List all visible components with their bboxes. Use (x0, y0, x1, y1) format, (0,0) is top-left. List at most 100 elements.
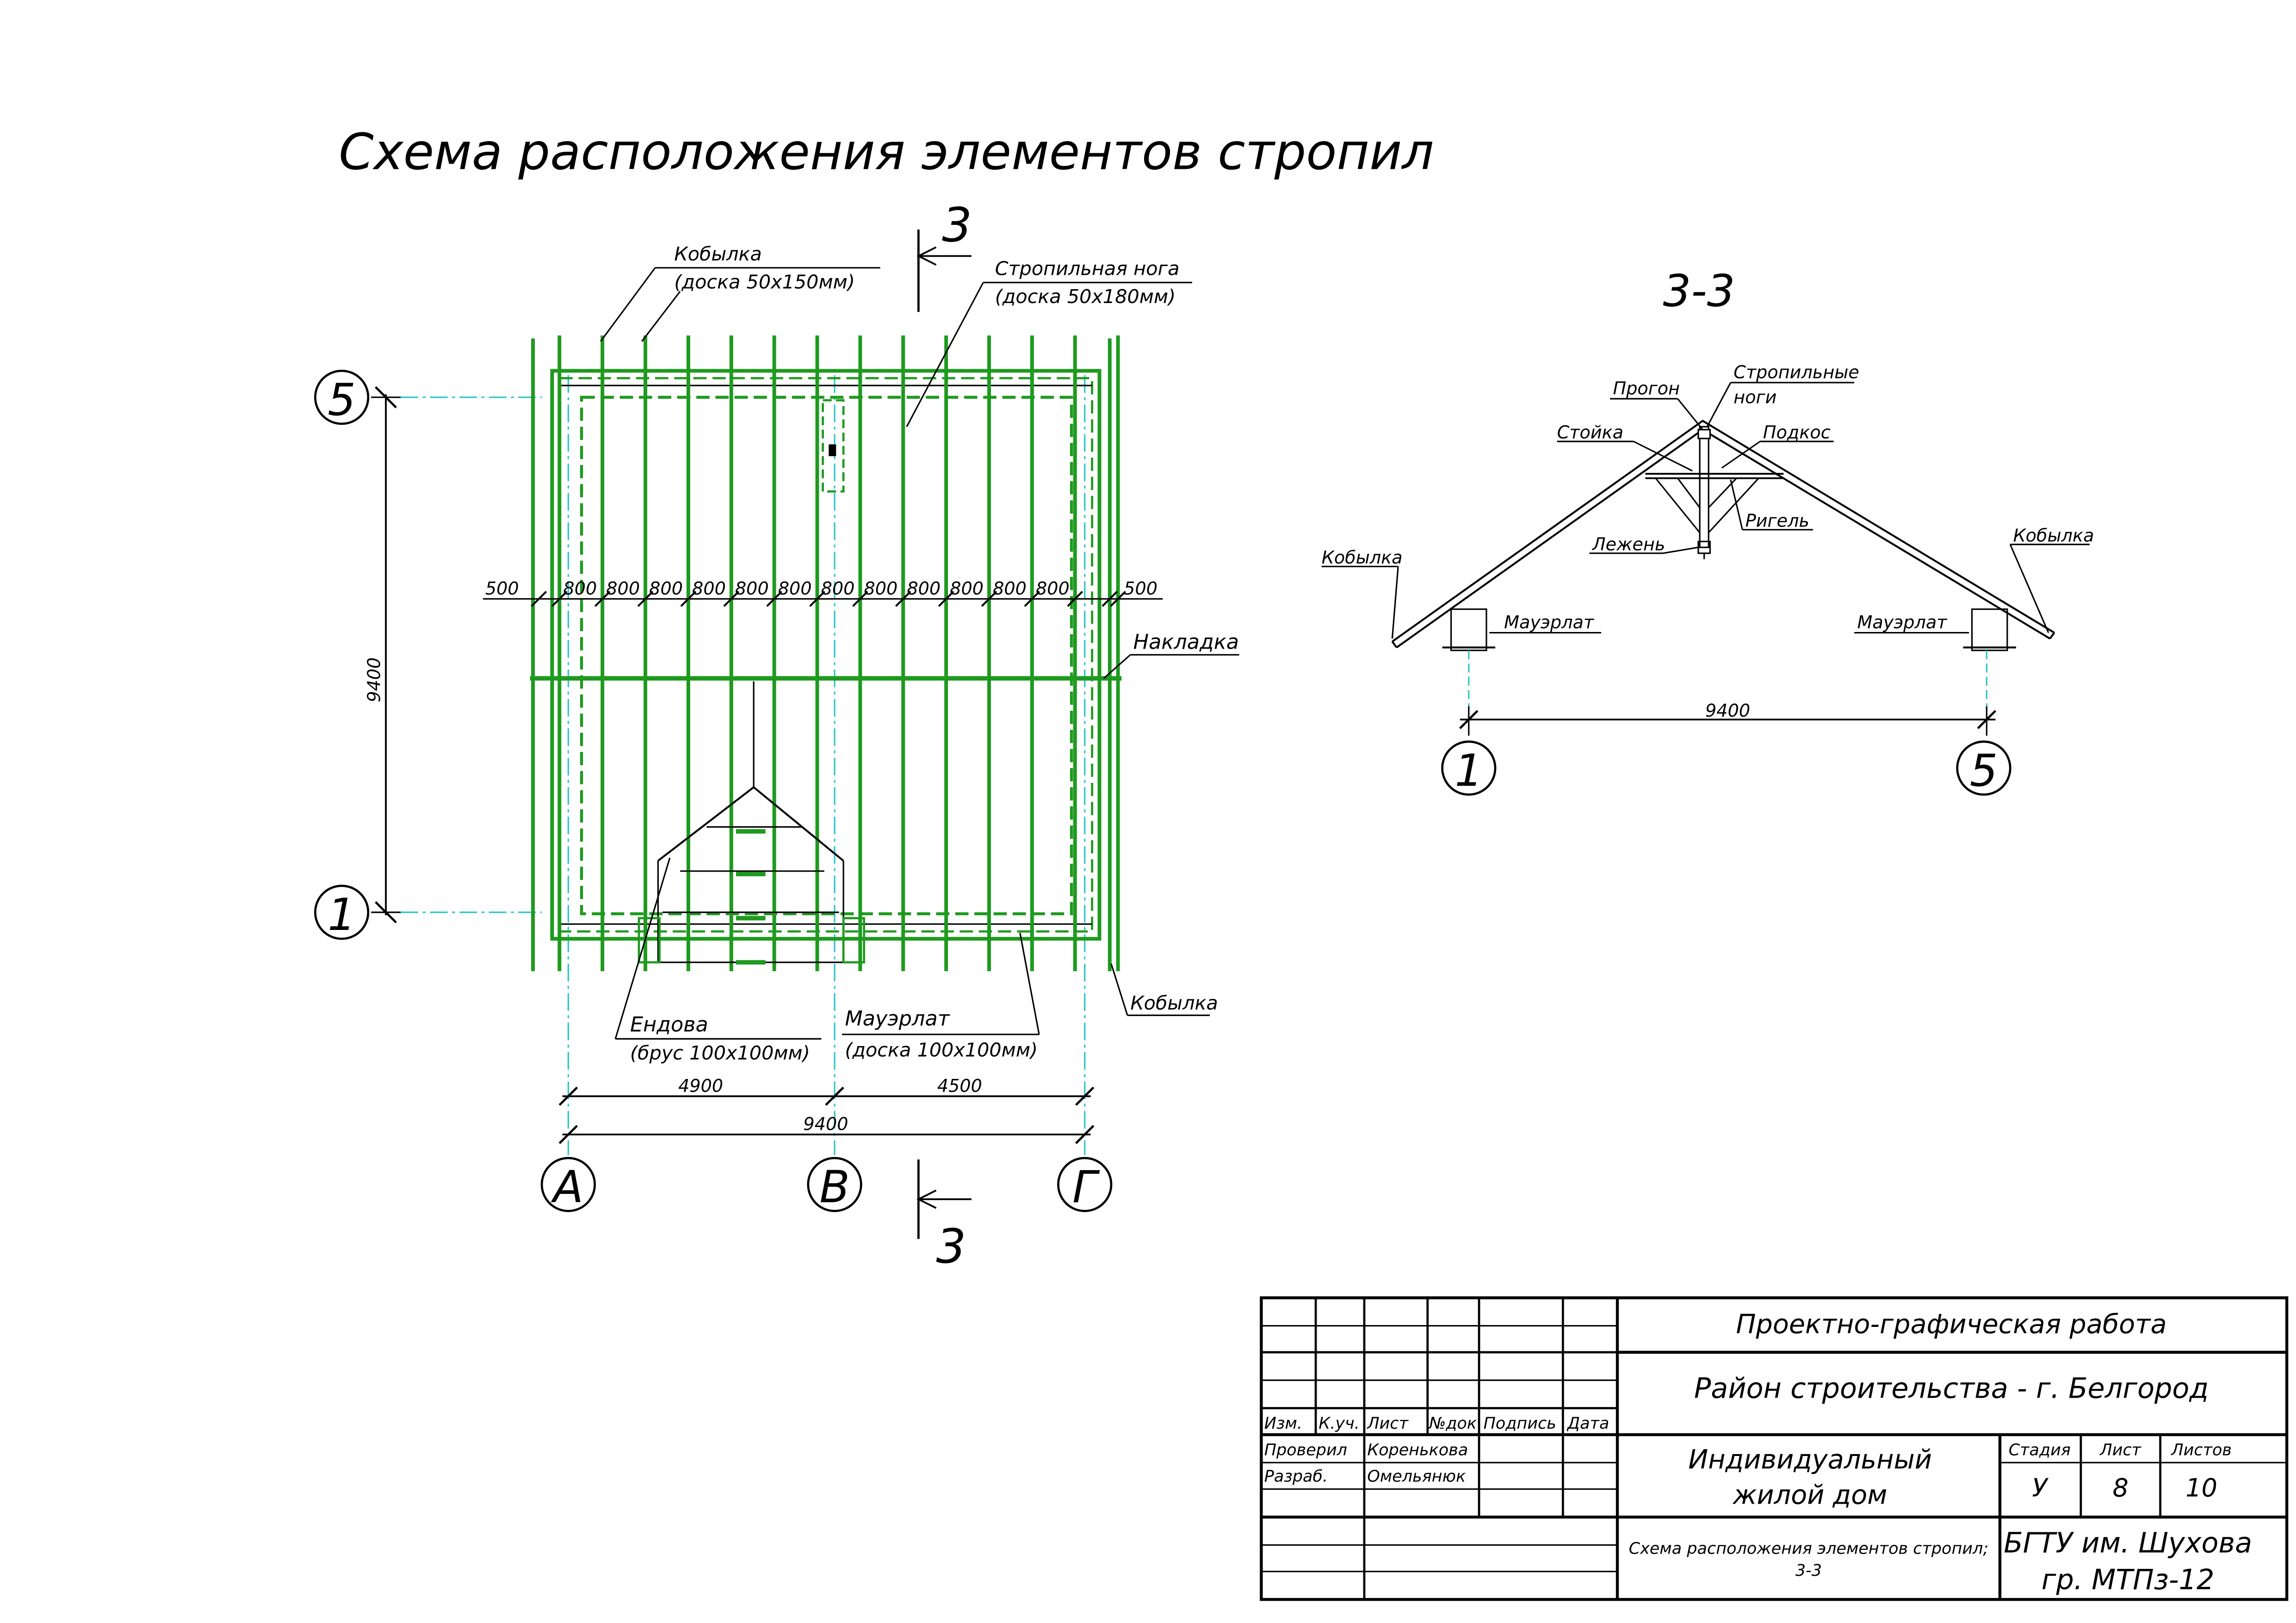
drawing-title: Схема расположения элементов стропил (339, 123, 1434, 181)
spacing-tick (1110, 591, 1126, 607)
spacing-800: 800 (606, 578, 640, 599)
stamp-header-izm: Изм. (1264, 1414, 1302, 1433)
stamp-developed-label: Разраб. (1264, 1468, 1328, 1486)
stamp-developed-name: Омельянюк (1367, 1468, 1466, 1486)
svg-text:Кобылка: Кобылка (2013, 525, 2094, 545)
axis-bubble-5-section: 5 (1956, 740, 2011, 796)
stamp-header-podpis: Подпись (1484, 1414, 1556, 1433)
stamp-checked-label: Проверил (1264, 1441, 1347, 1459)
plan-dimension-vertical: 9400 (364, 386, 401, 923)
section-mark-bottom: 3 (916, 1159, 972, 1274)
spacing-800: 800 (563, 578, 597, 599)
title-block: Проектно-графическая работа Район строит… (1260, 1296, 2289, 1601)
stamp-work-title: Проектно-графическая работа (1736, 1309, 2166, 1339)
plan-axis-lines (400, 375, 1086, 1155)
stamp-object-line1: Индивидуальный (1688, 1444, 1932, 1475)
stamp-stage-label: Стадия (2009, 1441, 2071, 1459)
stamp-org-line2: гр. МТПз-12 (2042, 1564, 2215, 1596)
spacing-800: 800 (692, 578, 726, 599)
stamp-region: Район строительства - г. Белгород (1694, 1372, 2209, 1405)
spacing-tick (680, 591, 697, 607)
spacing-tick (809, 591, 825, 607)
nakladka-beam (530, 676, 1122, 787)
stamp-header-list: Лист (1366, 1414, 1409, 1433)
stamp-sheets-label: Листов (2170, 1441, 2232, 1459)
plan-frame (550, 369, 1102, 941)
section-label-progon: Прогон (1610, 378, 1703, 430)
svg-text:Лежень: Лежень (1591, 534, 1665, 554)
axis-bubble-5-plan: 5 (314, 370, 370, 426)
stamp-checked-name: Коренькова (1367, 1441, 1468, 1459)
svg-text:ноги: ноги (1733, 387, 1776, 407)
section-label-stoyka: Стойка (1557, 422, 1693, 472)
svg-text:В: В (819, 1161, 849, 1213)
svg-text:Мауэрлат: Мауэрлат (1857, 612, 1948, 632)
spacing-800: 800 (993, 578, 1027, 599)
stamp-org-line1: БГТУ им. Шухова (2004, 1527, 2252, 1559)
section-label-mauerlat-right: Мауэрлат (1854, 612, 1969, 634)
leader-rafter: Стропильная нога (доска 50х180мм) (906, 258, 1192, 427)
svg-text:А: А (551, 1161, 583, 1213)
stamp-header-data: Дата (1566, 1414, 1609, 1433)
svg-text:1: 1 (1454, 744, 1483, 796)
spacing-tick (981, 591, 997, 607)
spacing-tick (938, 591, 954, 607)
axis-bubble-G: Г (1057, 1157, 1113, 1213)
svg-text:Стропильная нога: Стропильная нога (995, 258, 1180, 280)
section-mark-top: 3 (916, 198, 972, 312)
axis-bubble-1-section: 1 (1441, 740, 1497, 796)
spacing-tick (766, 591, 783, 607)
spacing-tick (852, 591, 868, 607)
spacing-800: 800 (821, 578, 855, 599)
stamp-object-line2: жилой дом (1732, 1480, 1888, 1510)
svg-text:Кобылка: Кобылка (1322, 547, 1403, 568)
spacing-800: 800 (649, 578, 683, 599)
svg-text:3: 3 (936, 1220, 966, 1274)
section-label-lezhen: Лежень (1589, 534, 1699, 554)
rafter-legs (531, 335, 1120, 972)
spacing-tick (1067, 591, 1083, 607)
section-mauerlat-right (1963, 608, 2016, 706)
leader-endova: Ендова (брус 100х100мм) (614, 857, 822, 1064)
svg-text:(брус 100х100мм): (брус 100х100мм) (630, 1042, 810, 1064)
stamp-drawing-line1: Схема расположения элементов стропил; (1629, 1540, 1988, 1558)
svg-text:Прогон: Прогон (1613, 378, 1680, 398)
spacing-500-right: 500 (1124, 578, 1157, 599)
svg-text:Кобылка: Кобылка (1130, 992, 1218, 1014)
spacing-tick (551, 591, 568, 607)
spacing-800: 800 (1036, 578, 1070, 599)
svg-text:Ендова: Ендова (630, 1013, 708, 1036)
axis-bubble-A: А (540, 1157, 596, 1213)
spacing-tick (895, 591, 911, 607)
svg-text:5: 5 (1970, 744, 1998, 796)
svg-text:Г: Г (1072, 1161, 1100, 1213)
section-dim-9400: 9400 (1705, 700, 1750, 721)
section-label-mauerlat-left: Мауэрлат (1489, 612, 1602, 634)
svg-text:Стойка: Стойка (1557, 422, 1623, 443)
chimney-opening (822, 399, 845, 493)
plan-dimension-bottom: 4900 4500 9400 (558, 1076, 1095, 1144)
section-label-kobylka-left: Кобылка (1322, 547, 1403, 639)
spacing-tick (594, 591, 611, 607)
stamp-sheets-value: 10 (2185, 1473, 2217, 1502)
spacing-tick (531, 591, 547, 607)
spacing-500-left: 500 (485, 578, 519, 599)
section-label-kobylka-right: Кобылка (2009, 525, 2094, 633)
section-title: 3-3 (1663, 265, 1735, 317)
leader-mauerlat: Мауэрлат (доска 100х100мм) (842, 933, 1040, 1061)
spacing-tick (723, 591, 740, 607)
section-mauerlat-left (1442, 608, 1496, 706)
svg-text:Мауэрлат: Мауэрлат (845, 1007, 950, 1031)
svg-text:Кобылка: Кобылка (674, 243, 761, 265)
spacing-800: 800 (907, 578, 941, 599)
leader-nakladka: Накладка (1103, 631, 1239, 679)
stamp-header-kuch: К.уч. (1318, 1414, 1359, 1433)
spacing-tick (1024, 591, 1040, 607)
spacing-800: 800 (735, 578, 769, 599)
svg-text:(доска 50х180мм): (доска 50х180мм) (995, 285, 1176, 308)
svg-text:Ригель: Ригель (1745, 511, 1809, 531)
stamp-drawing-line2: 3-3 (1795, 1561, 1822, 1580)
dormer-valley (637, 786, 866, 965)
